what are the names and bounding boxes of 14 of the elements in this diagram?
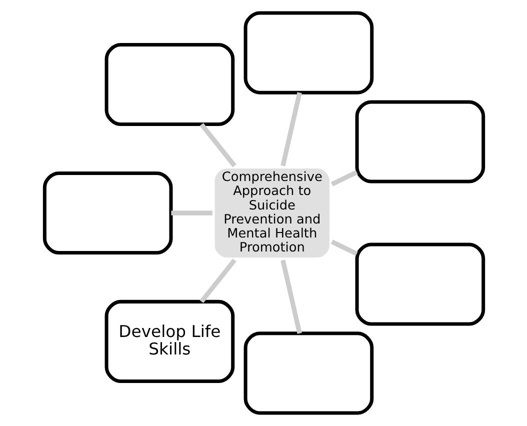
node-box xyxy=(104,43,234,126)
node-box xyxy=(42,171,172,255)
connector xyxy=(170,210,212,216)
node-box xyxy=(354,100,485,184)
node-box xyxy=(354,242,485,326)
connector xyxy=(330,240,358,256)
node-box xyxy=(243,332,374,415)
node-box xyxy=(243,11,374,94)
connector xyxy=(199,123,236,168)
connector xyxy=(280,260,302,334)
connector xyxy=(280,92,302,166)
connector xyxy=(199,258,236,303)
node-box: Develop Life Skills xyxy=(104,300,234,383)
connector xyxy=(330,170,358,186)
